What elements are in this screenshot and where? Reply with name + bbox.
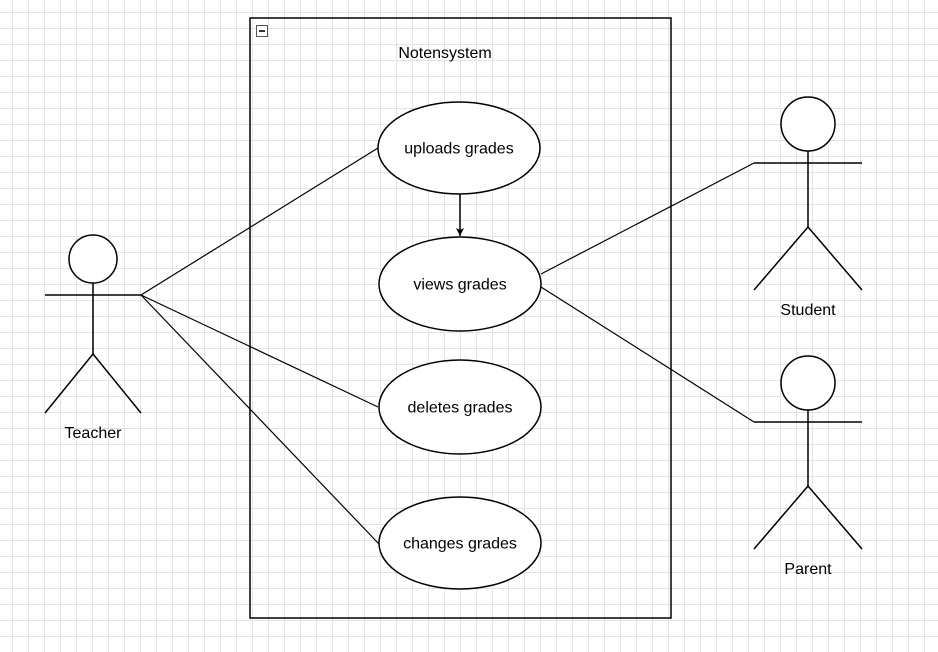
actor-teacher[interactable]: Teacher [44, 234, 142, 442]
system-title: Notensystem [398, 45, 491, 62]
use-case-uploads[interactable]: uploads grades [377, 101, 541, 195]
use-case-label: deletes grades [408, 400, 513, 417]
association-parent-views[interactable] [540, 286, 755, 423]
use-case-changes[interactable]: changes grades [378, 496, 542, 590]
use-case-label: views grades [413, 277, 506, 294]
stick-figure-icon [753, 355, 863, 550]
actor-student[interactable]: Student [753, 96, 863, 319]
associations [140, 147, 755, 545]
use-case-label: changes grades [403, 536, 517, 553]
actor-label: Parent [784, 561, 832, 578]
use-case-views[interactable]: views grades [378, 236, 542, 332]
system-boundary[interactable]: Notensystem [249, 17, 672, 619]
use-case-deletes[interactable]: deletes grades [378, 359, 542, 455]
collapse-icon[interactable] [256, 25, 268, 37]
actor-label: Teacher [65, 425, 123, 442]
association-teacher-changes[interactable] [140, 294, 380, 545]
actor-label: Student [780, 302, 836, 319]
stick-figure-icon [753, 96, 863, 291]
use-case-label: uploads grades [404, 141, 513, 158]
association-teacher-deletes[interactable] [140, 294, 379, 408]
stick-figure-icon [44, 234, 142, 414]
association-student-views[interactable] [540, 162, 755, 275]
association-teacher-uploads[interactable] [140, 147, 379, 296]
actor-parent[interactable]: Parent [753, 355, 863, 578]
